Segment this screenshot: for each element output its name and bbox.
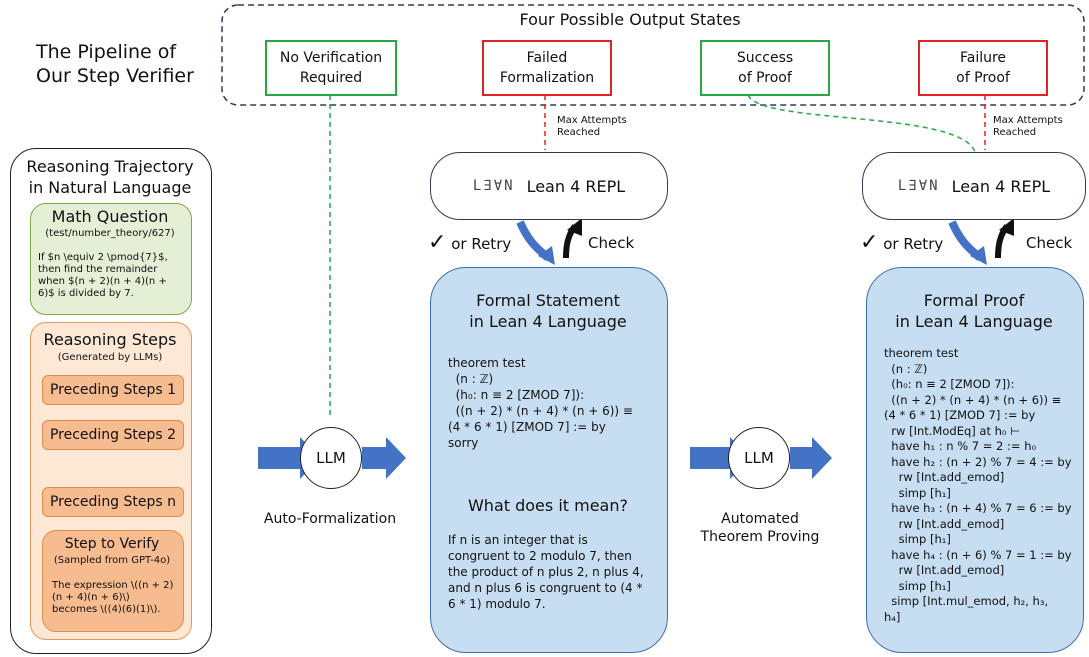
math-question-title: Math Question: [51, 207, 169, 226]
output-states-title: Four Possible Output States: [519, 10, 741, 29]
reasoning-steps-subtitle: (Generated by LLMs): [57, 352, 163, 363]
meaning-text: If n is an integer that is congruent to …: [448, 533, 644, 611]
check-label-2: Check: [1026, 234, 1073, 252]
meaning-title: What does it mean?: [467, 496, 628, 515]
state-failed-formalization: Failed Formalization: [482, 40, 612, 96]
formal-statement-box: [430, 267, 668, 653]
state-no-verification: No Verification Required: [265, 40, 397, 96]
checkmark-icon: ✓: [428, 230, 447, 255]
formal-proof-box: [866, 267, 1084, 653]
llm-circle-1: LLM: [300, 427, 362, 489]
step-to-verify-subtitle: (Sampled from GPT-4o): [53, 555, 171, 566]
success-proof-connector: [747, 94, 976, 153]
preceding-step-2: Preceding Steps 2: [42, 420, 184, 450]
lean-repl-label: Lean 4 REPL: [526, 176, 626, 196]
lean-repl-1: L∃∀N Lean 4 REPL: [430, 152, 668, 220]
formal-statement-title: Formal Statement in Lean 4 Language: [469, 291, 627, 331]
lean-repl-label: Lean 4 REPL: [951, 176, 1051, 196]
lean-logo-icon: L∃∀N: [472, 178, 515, 194]
check-label-1: Check: [588, 234, 635, 252]
arrow-from-llm-1: [362, 437, 406, 479]
output-states-container: [221, 4, 1085, 106]
state-failure-proof: Failure of Proof: [918, 40, 1048, 96]
formal-statement-code: theorem test (n : ℤ) (h₀: n ≡ 2 [ZMOD 7]…: [448, 356, 633, 450]
reasoning-trajectory-title: Reasoning Trajectory in Natural Language: [26, 157, 194, 197]
pipeline-title: The Pipeline of Our Step Verifier: [36, 41, 194, 87]
math-question-source: (test/number_theory/627): [45, 228, 175, 239]
retry-label-1: ✓ or Retry: [428, 230, 512, 255]
checkmark-icon: ✓: [860, 230, 879, 255]
preceding-step-1: Preceding Steps 1: [42, 375, 184, 405]
preceding-step-n: Preceding Steps n: [42, 487, 184, 517]
max-attempts-label-2: Max Attempts Reached: [993, 115, 1063, 138]
arrow-from-llm-2: [790, 437, 832, 479]
lean-logo-icon: L∃∀N: [897, 178, 940, 194]
auto-formalization-label: Auto-Formalization: [263, 511, 397, 527]
step-to-verify-box: [42, 530, 184, 632]
automated-theorem-proving-label: Automated Theorem Proving: [700, 511, 820, 545]
math-question-text: If $n \equiv 2 \pmod{7}$, then find the …: [38, 252, 168, 299]
reasoning-steps-title: Reasoning Steps: [43, 330, 177, 349]
max-attempts-label-1: Max Attempts Reached: [557, 115, 627, 138]
math-question-box: [30, 203, 192, 315]
formal-proof-code: theorem test (n : ℤ) (h₀: n ≡ 2 [ZMOD 7]…: [884, 346, 1072, 624]
state-success-proof: Success of Proof: [700, 40, 830, 96]
formal-proof-title: Formal Proof in Lean 4 Language: [895, 291, 1053, 331]
step-to-verify-text: The expression \((n + 2)(n + 4)(n + 6)\)…: [52, 580, 174, 615]
step-to-verify-title: Step to Verify: [64, 536, 160, 552]
llm-circle-2: LLM: [728, 427, 790, 489]
lean-repl-2: L∃∀N Lean 4 REPL: [862, 152, 1086, 220]
retry-label-2: ✓ or Retry: [860, 230, 944, 255]
